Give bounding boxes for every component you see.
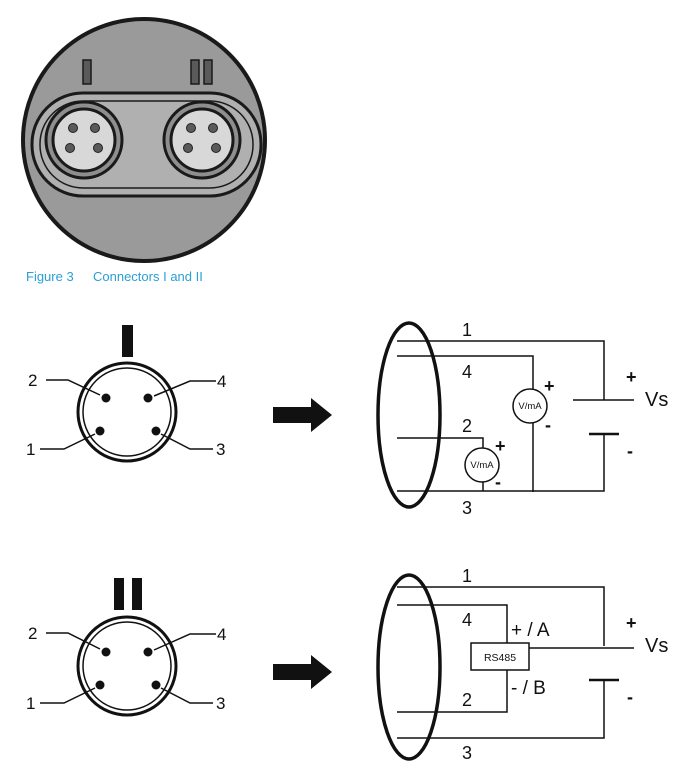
connector-I-meter-1 (512, 388, 548, 424)
connector-I-meter-2-plus: + (495, 436, 506, 456)
connector-II-pin-1 (95, 680, 105, 690)
connector-I-meter-1-plus: + (544, 376, 555, 396)
connector-II-rs485-label: RS485 (484, 652, 516, 664)
connector-II-wire-4: 4 (462, 610, 472, 630)
connector-II-pin-3 (151, 680, 161, 690)
connector-I-pin-label-4: 4 (217, 372, 226, 391)
connector-II-wire-3: 3 (462, 743, 472, 763)
connector-II-section: 2 4 1 3 RS485 1 4 2 3 + / A - / B + Vs - (26, 566, 668, 763)
connector-II-supply-label: Vs (645, 635, 668, 657)
housing-socket-I (44, 100, 124, 180)
connector-II-marker-b (132, 578, 142, 610)
connector-II-a-label: + / A (511, 620, 550, 641)
connector-II-pin-label-1: 1 (26, 694, 35, 713)
connector-I-wire-1: 1 (462, 320, 472, 340)
connector-II-wiring (397, 586, 634, 739)
connector-II-pin-label-3: 3 (216, 694, 225, 713)
connector-II-arrow (273, 655, 332, 689)
connector-I-face (76, 361, 178, 463)
connector-II-wire-2: 2 (462, 690, 472, 710)
figure-title: Connectors I and II (93, 269, 203, 284)
connector-I-arrow (273, 398, 332, 432)
connector-I-pin-1 (95, 426, 105, 436)
connector-I-supply-plus: + (626, 367, 637, 387)
housing-marker-II-b (203, 59, 213, 85)
connector-II-marker-a (114, 578, 124, 610)
connector-II-b-label: - / B (511, 678, 546, 699)
connector-I-supply-label: Vs (645, 389, 668, 411)
connector-I-meter-1-minus: - (545, 415, 551, 435)
connector-I-pin-label-1: 1 (26, 440, 35, 459)
connector-II-pin-4 (143, 647, 153, 657)
connector-II-pin-label-2: 2 (28, 624, 37, 643)
housing-socket-II (162, 100, 242, 180)
connector-I-pin-4 (143, 393, 153, 403)
connector-I-meter-2 (464, 447, 500, 483)
connector-I-marker (122, 325, 133, 357)
connector-II-supply-plus: + (626, 613, 637, 633)
connector-I-wiring (397, 340, 634, 492)
figure-number: Figure 3 (26, 269, 74, 284)
connector-housing-illustration (21, 17, 267, 263)
connector-I-meter-2-label: V/mA (470, 460, 494, 471)
connector-I-wire-4: 4 (462, 362, 472, 382)
connector-I-supply-minus: - (627, 441, 633, 461)
connector-I-meter-1-label: V/mA (518, 401, 542, 412)
housing-marker-II-a (190, 59, 200, 85)
connector-II-supply-minus: - (627, 687, 633, 707)
connector-I-pin-2 (101, 393, 111, 403)
connector-I-section: 2 4 1 3 1 4 2 3 V/mA + - V/mA + (26, 320, 668, 518)
connector-II-cable-ellipse (376, 573, 442, 761)
figure-caption: Figure 3 Connectors I and II (26, 269, 203, 284)
connector-I-pin-label-3: 3 (216, 440, 225, 459)
connector-II-pin-2 (101, 647, 111, 657)
connector-II-face (76, 615, 178, 717)
housing-marker-I (82, 59, 92, 85)
connector-I-meter-2-minus: - (495, 472, 501, 492)
connector-I-wire-3: 3 (462, 498, 472, 518)
connector-I-cable-ellipse (376, 321, 442, 509)
connector-II-wire-1: 1 (462, 566, 472, 586)
connector-I-wire-2: 2 (462, 416, 472, 436)
connector-I-pin-label-2: 2 (28, 371, 37, 390)
connector-II-pin-label-4: 4 (217, 625, 226, 644)
connector-I-pin-3 (151, 426, 161, 436)
connector-II-rs485-box (470, 642, 530, 671)
